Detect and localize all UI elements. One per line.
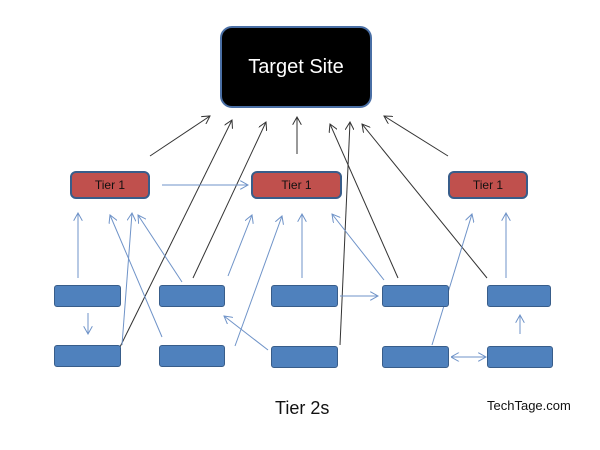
tier2-box [382, 285, 449, 307]
arrow-blue-12 [332, 214, 385, 281]
arrow-tier2-to-target-3 [339, 122, 350, 346]
arrow-blue-6 [138, 215, 183, 283]
arrow-tier2-to-target-4 [330, 124, 399, 279]
arrow-tier2-to-target-5 [362, 124, 488, 279]
tier1-label: Tier 1 [472, 178, 504, 192]
target-site-box: Target Site [220, 26, 372, 108]
tier2-box [382, 346, 449, 368]
arrow-tier2-to-target-1 [119, 120, 232, 348]
arrow-blue-13 [431, 214, 472, 346]
tier2-box [159, 345, 225, 367]
arrow-blue-10 [224, 316, 269, 351]
arrow-blue-7 [227, 215, 252, 277]
arrow-blue-8 [234, 216, 282, 347]
tier2-box [54, 285, 121, 307]
arrow-tier1c-to-target [384, 116, 449, 157]
arrow-blue-4 [121, 213, 132, 346]
tier2-box [487, 285, 551, 307]
tier2-box [271, 285, 338, 307]
brand-label: TechTage.com [487, 398, 571, 413]
tier1-box-left: Tier 1 [70, 171, 150, 199]
arrow-tier1a-to-target [149, 116, 210, 157]
tier1-box-middle: Tier 1 [251, 171, 342, 199]
tier2-box [54, 345, 121, 367]
tier1-label: Tier 1 [281, 178, 312, 192]
arrow-blue-5 [110, 215, 163, 338]
tier2-box [159, 285, 225, 307]
tier2-box [487, 346, 553, 368]
tier1-box-right: Tier 1 [448, 171, 528, 199]
tier2-box [271, 346, 338, 368]
tier2-caption: Tier 2s [275, 398, 330, 418]
target-site-label: Target Site [248, 55, 344, 78]
tier1-label: Tier 1 [94, 178, 126, 192]
arrow-tier2-to-target-2 [192, 122, 266, 279]
